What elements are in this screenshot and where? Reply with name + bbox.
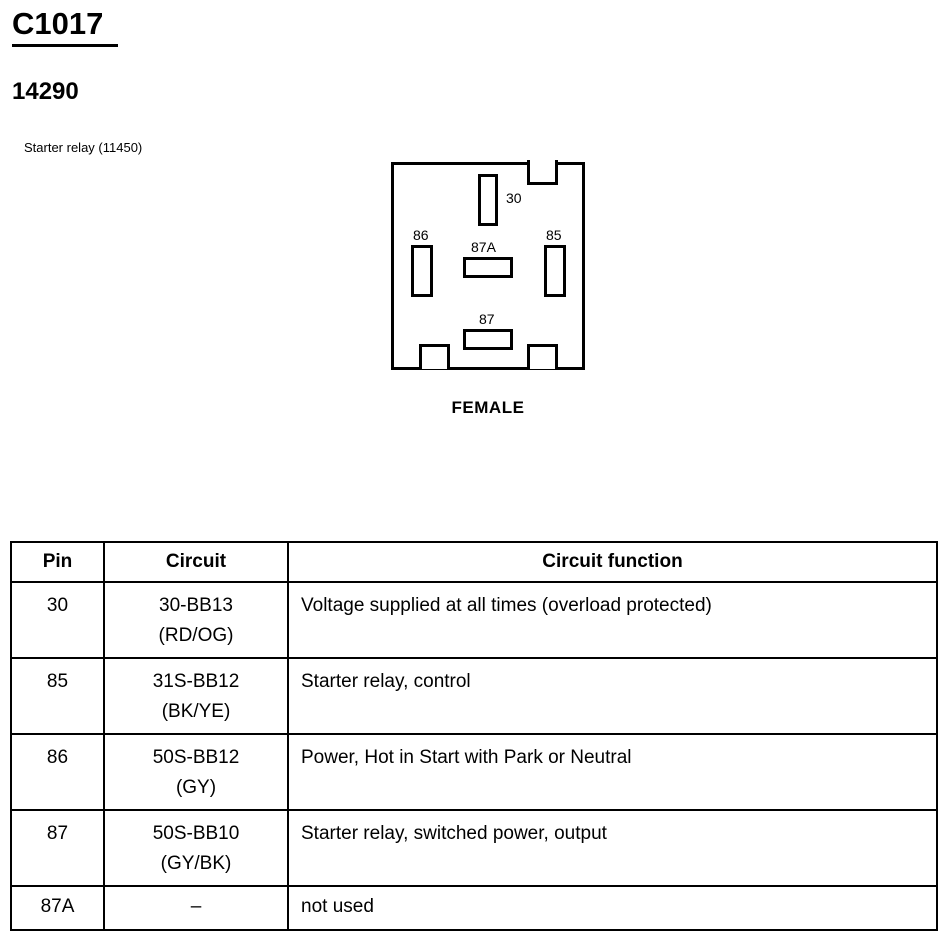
- pin-label-30: 30: [506, 190, 522, 206]
- circuit-color: (GY): [175, 777, 217, 798]
- cell-circuit-value: 30-BB13 (RD/OG): [105, 583, 287, 651]
- pin-slot-87: [463, 329, 513, 350]
- cell-pin-value: 85: [46, 671, 69, 692]
- cell-function: Voltage supplied at all times (overload …: [287, 581, 938, 659]
- cell-function: Power, Hot in Start with Park or Neutral: [287, 733, 938, 811]
- column-header-circuit: Circuit: [103, 541, 289, 583]
- cell-pin: 85: [10, 657, 105, 735]
- cell-circuit: 30-BB13 (RD/OG): [103, 581, 289, 659]
- table-row: 87A – not used: [10, 885, 938, 931]
- table-row: 30 30-BB13 (RD/OG) Voltage supplied at a…: [10, 581, 938, 659]
- pin-label-86: 86: [413, 227, 429, 243]
- cell-function-value: not used: [301, 896, 374, 917]
- cell-circuit: 50S-BB12 (GY): [103, 733, 289, 811]
- cell-circuit: 31S-BB12 (BK/YE): [103, 657, 289, 735]
- part-number: 14290: [12, 78, 79, 105]
- cell-function: Starter relay, control: [287, 657, 938, 735]
- pin-slot-86: [411, 245, 433, 297]
- circuit-code: 30-BB13: [159, 595, 233, 616]
- cell-pin: 86: [10, 733, 105, 811]
- circuit-code: 50S-BB12: [152, 747, 240, 768]
- pin-table: Pin Circuit Circuit function 30 30-BB13 …: [10, 541, 938, 931]
- column-header-circuit-function: Circuit function: [287, 541, 938, 583]
- cell-circuit: 50S-BB10 (GY/BK): [103, 809, 289, 887]
- cell-circuit-value: 31S-BB12 (BK/YE): [105, 659, 287, 727]
- cell-pin-value: 87A: [40, 896, 75, 917]
- column-header-pin: Pin: [10, 541, 105, 583]
- circuit-color: (RD/OG): [158, 625, 234, 646]
- connector-diagram: 30 86 85 87A 87 FEMALE: [389, 160, 589, 420]
- circuit-code: 50S-BB10: [152, 823, 240, 844]
- pin-label-87: 87: [479, 311, 495, 327]
- cell-function: Starter relay, switched power, output: [287, 809, 938, 887]
- cell-circuit-value: –: [105, 887, 287, 921]
- pin-table-body: 30 30-BB13 (RD/OG) Voltage supplied at a…: [10, 581, 938, 931]
- circuit-code: 31S-BB12: [152, 671, 240, 692]
- table-row: 87 50S-BB10 (GY/BK) Starter relay, switc…: [10, 809, 938, 887]
- cell-pin: 30: [10, 581, 105, 659]
- circuit-code: –: [190, 896, 202, 917]
- cell-pin-value: 87: [46, 823, 69, 844]
- pin-label-87a: 87A: [471, 239, 496, 255]
- cell-pin-value: 30: [46, 595, 69, 616]
- cell-function-value: Power, Hot in Start with Park or Neutral: [301, 747, 632, 768]
- title-underline-rule: [12, 44, 118, 47]
- cell-function: not used: [287, 885, 938, 931]
- connector-gender-label: FEMALE: [451, 398, 525, 417]
- page-title-connector-id: C1017: [12, 6, 104, 41]
- table-row: 86 50S-BB12 (GY) Power, Hot in Start wit…: [10, 733, 938, 811]
- cell-pin: 87: [10, 809, 105, 887]
- pin-slot-87a: [463, 257, 513, 278]
- connector-notch-bottom-right: [527, 344, 558, 369]
- cell-function-value: Voltage supplied at all times (overload …: [301, 595, 712, 616]
- cell-function-value: Starter relay, switched power, output: [301, 823, 607, 844]
- cell-circuit-value: 50S-BB10 (GY/BK): [105, 811, 287, 879]
- pin-slot-85: [544, 245, 566, 297]
- cell-circuit-value: 50S-BB12 (GY): [105, 735, 287, 803]
- cell-pin: 87A: [10, 885, 105, 931]
- cell-circuit: –: [103, 885, 289, 931]
- circuit-color: (GY/BK): [160, 853, 232, 874]
- connector-notch-top-right: [527, 160, 558, 185]
- table-header-row: Pin Circuit Circuit function: [10, 541, 938, 583]
- pin-label-85: 85: [546, 227, 562, 243]
- pin-slot-30: [478, 174, 498, 226]
- cell-pin-value: 86: [46, 747, 69, 768]
- connector-notch-bottom-left: [419, 344, 450, 369]
- component-name: Starter relay (11450): [24, 140, 143, 155]
- cell-function-value: Starter relay, control: [301, 671, 471, 692]
- circuit-color: (BK/YE): [161, 701, 231, 722]
- table-row: 85 31S-BB12 (BK/YE) Starter relay, contr…: [10, 657, 938, 735]
